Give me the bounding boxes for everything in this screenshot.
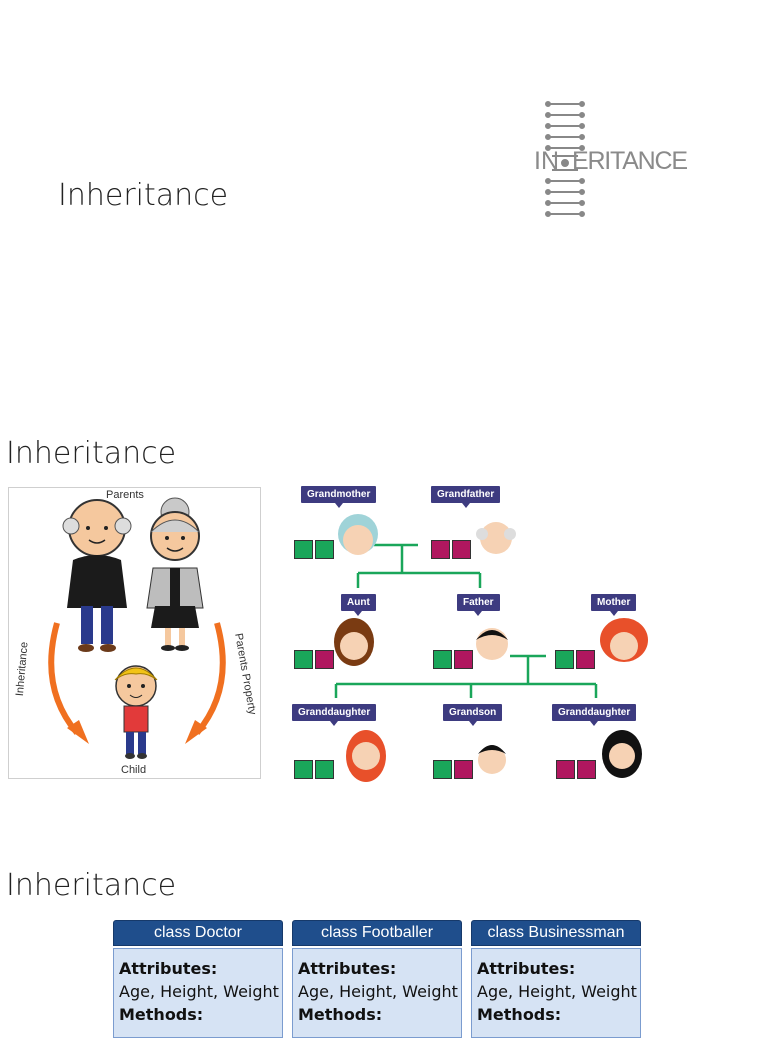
granddaughter-1-gene-chip-1 <box>294 760 313 779</box>
class-body: Attributes: Age, Height, Weight Methods: <box>292 948 462 1038</box>
grandfather-gene-chip-2 <box>452 540 471 559</box>
slide-2-title: Inheritance <box>6 436 177 471</box>
father-face <box>476 628 508 660</box>
parents-child-illustration: Parents Child Inheritance Parents Proper… <box>8 487 261 779</box>
grandson-tag: Grandson <box>443 704 503 726</box>
grandfather-figure <box>62 499 132 652</box>
grandfather-face <box>476 522 516 554</box>
methods-label: Methods: <box>298 1005 383 1024</box>
class-body: Attributes: Age, Height, Weight Methods: <box>113 948 283 1038</box>
class-header: class Footballer <box>292 920 462 946</box>
class-box-footballer: class Footballer Attributes: Age, Height… <box>292 920 462 1038</box>
class-box-doctor: class Doctor Attributes: Age, Height, We… <box>113 920 283 1038</box>
attributes-label: Attributes: <box>119 959 218 978</box>
grandfather-tag: Grandfather <box>431 486 501 508</box>
attributes-value: Age, Height, Weight <box>298 982 458 1001</box>
methods-label: Methods: <box>477 1005 562 1024</box>
methods-label: Methods: <box>119 1005 204 1024</box>
inheritance-logo: IN ERITANCE <box>534 101 688 217</box>
class-header: class Doctor <box>113 920 283 946</box>
aunt-tag: Aunt <box>341 594 376 616</box>
parents-property-arrow <box>194 622 226 735</box>
granddaughter-1-face <box>346 730 386 782</box>
inheritance-arrowhead <box>67 720 89 744</box>
granddaughter-2-tag: Granddaughter <box>552 704 637 726</box>
family-tree: Grandmother Grandfather Aunt Father Moth… <box>288 484 668 784</box>
father-gene-chip-2 <box>454 650 473 669</box>
parents-label: Parents <box>106 489 144 501</box>
slide-1-title: Inheritance <box>58 178 229 213</box>
child-label: Child <box>121 764 147 776</box>
aunt-gene-chip-1 <box>294 650 313 669</box>
attributes-label: Attributes: <box>477 959 576 978</box>
grandmother-tag: Grandmother <box>301 486 377 508</box>
grandmother-gene-chip-2 <box>315 540 334 559</box>
aunt-face <box>334 618 374 666</box>
mother-tag: Mother <box>591 594 637 616</box>
granddaughter-2-face <box>602 730 642 778</box>
mother-gene-chip-1 <box>555 650 574 669</box>
class-body: Attributes: Age, Height, Weight Methods: <box>471 948 641 1038</box>
grandmother-gene-chip-1 <box>294 540 313 559</box>
attributes-label: Attributes: <box>298 959 397 978</box>
inheritance-arrow <box>48 622 80 735</box>
child-figure <box>114 665 158 759</box>
grandmother-figure <box>146 497 204 651</box>
father-tag: Father <box>457 594 500 616</box>
granddaughter-2-gene-chip-1 <box>556 760 575 779</box>
granddaughter-1-tag: Granddaughter <box>292 704 377 726</box>
grandson-gene-chip-1 <box>433 760 452 779</box>
aunt-gene-chip-2 <box>315 650 334 669</box>
grandson-face <box>478 745 506 774</box>
grandson-gene-chip-2 <box>454 760 473 779</box>
grandfather-gene-chip-1 <box>431 540 450 559</box>
mother-face <box>600 618 648 662</box>
family-tree-lines <box>334 514 648 782</box>
attributes-value: Age, Height, Weight <box>477 982 637 1001</box>
logo-text-right: ERITANCE <box>572 147 688 175</box>
mother-gene-chip-2 <box>576 650 595 669</box>
granddaughter-1-gene-chip-2 <box>315 760 334 779</box>
attributes-value: Age, Height, Weight <box>119 982 279 1001</box>
class-header: class Businessman <box>471 920 641 946</box>
slide-3-title: Inheritance <box>6 868 177 903</box>
granddaughter-2-gene-chip-2 <box>577 760 596 779</box>
father-gene-chip-1 <box>433 650 452 669</box>
family-illustration <box>48 497 226 759</box>
parents-property-arrowhead <box>185 720 207 744</box>
logo-text-left: IN <box>534 147 559 175</box>
class-box-businessman: class Businessman Attributes: Age, Heigh… <box>471 920 641 1038</box>
grandmother-face <box>338 514 378 555</box>
